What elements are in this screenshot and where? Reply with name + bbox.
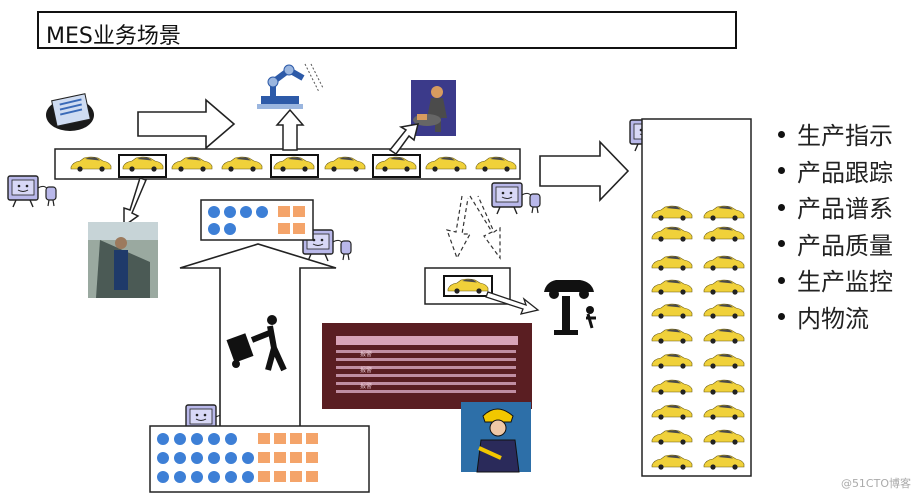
list-item: 产品跟踪 xyxy=(778,155,893,192)
andon-row-label: 报警 xyxy=(360,350,372,358)
title-box: MES业务场景 xyxy=(37,11,737,49)
robot-arm-icon xyxy=(257,63,324,109)
welder-worker-icon xyxy=(461,402,531,473)
feature-list: 生产指示 产品跟踪 产品谱系 产品质量 生产监控 内物流 xyxy=(778,118,893,337)
page-title: MES业务场景 xyxy=(46,24,181,49)
bullet-dot xyxy=(778,203,785,211)
arrow-up-worker xyxy=(388,123,420,156)
arrow-right-warehouse xyxy=(539,140,630,202)
andon-screen: 报警 报警 报警 xyxy=(322,323,532,409)
bullet-dot xyxy=(778,240,785,247)
station-highlight xyxy=(270,154,319,178)
finished-goods-warehouse xyxy=(641,118,752,477)
watermark: @51CTO博客 xyxy=(840,477,911,490)
station-highlight xyxy=(443,275,493,297)
bullet-dot xyxy=(778,167,785,174)
arrow-down-photo xyxy=(123,177,148,228)
worker-photo xyxy=(88,222,158,298)
andon-row-label: 报警 xyxy=(360,366,372,374)
list-item: 产品谱系 xyxy=(778,191,893,228)
andon-rows xyxy=(336,350,516,393)
car-lift-icon xyxy=(544,280,596,335)
hand-truck-worker-icon xyxy=(226,315,287,372)
station-highlight xyxy=(118,154,167,178)
list-item: 产品质量 xyxy=(778,228,893,265)
bullet-dot xyxy=(778,276,785,284)
dashed-arrow-repair xyxy=(446,195,501,260)
andon-row-label: 报警 xyxy=(360,382,372,390)
clipboard-icon xyxy=(46,93,94,131)
bullet-dot xyxy=(778,130,785,138)
worker-icon xyxy=(411,80,456,136)
arrow-up-robot xyxy=(275,108,305,151)
flow-arrow-right-top xyxy=(137,98,236,150)
list-item: 内物流 xyxy=(778,301,893,338)
list-item: 生产监控 xyxy=(778,264,893,301)
monitor-icon-left xyxy=(7,175,57,208)
list-item: 生产指示 xyxy=(778,118,893,155)
station-highlight xyxy=(372,154,421,178)
bullet-dot xyxy=(778,313,785,320)
arrow-to-lift xyxy=(485,291,540,315)
monitor-icon-line-end xyxy=(491,182,541,215)
